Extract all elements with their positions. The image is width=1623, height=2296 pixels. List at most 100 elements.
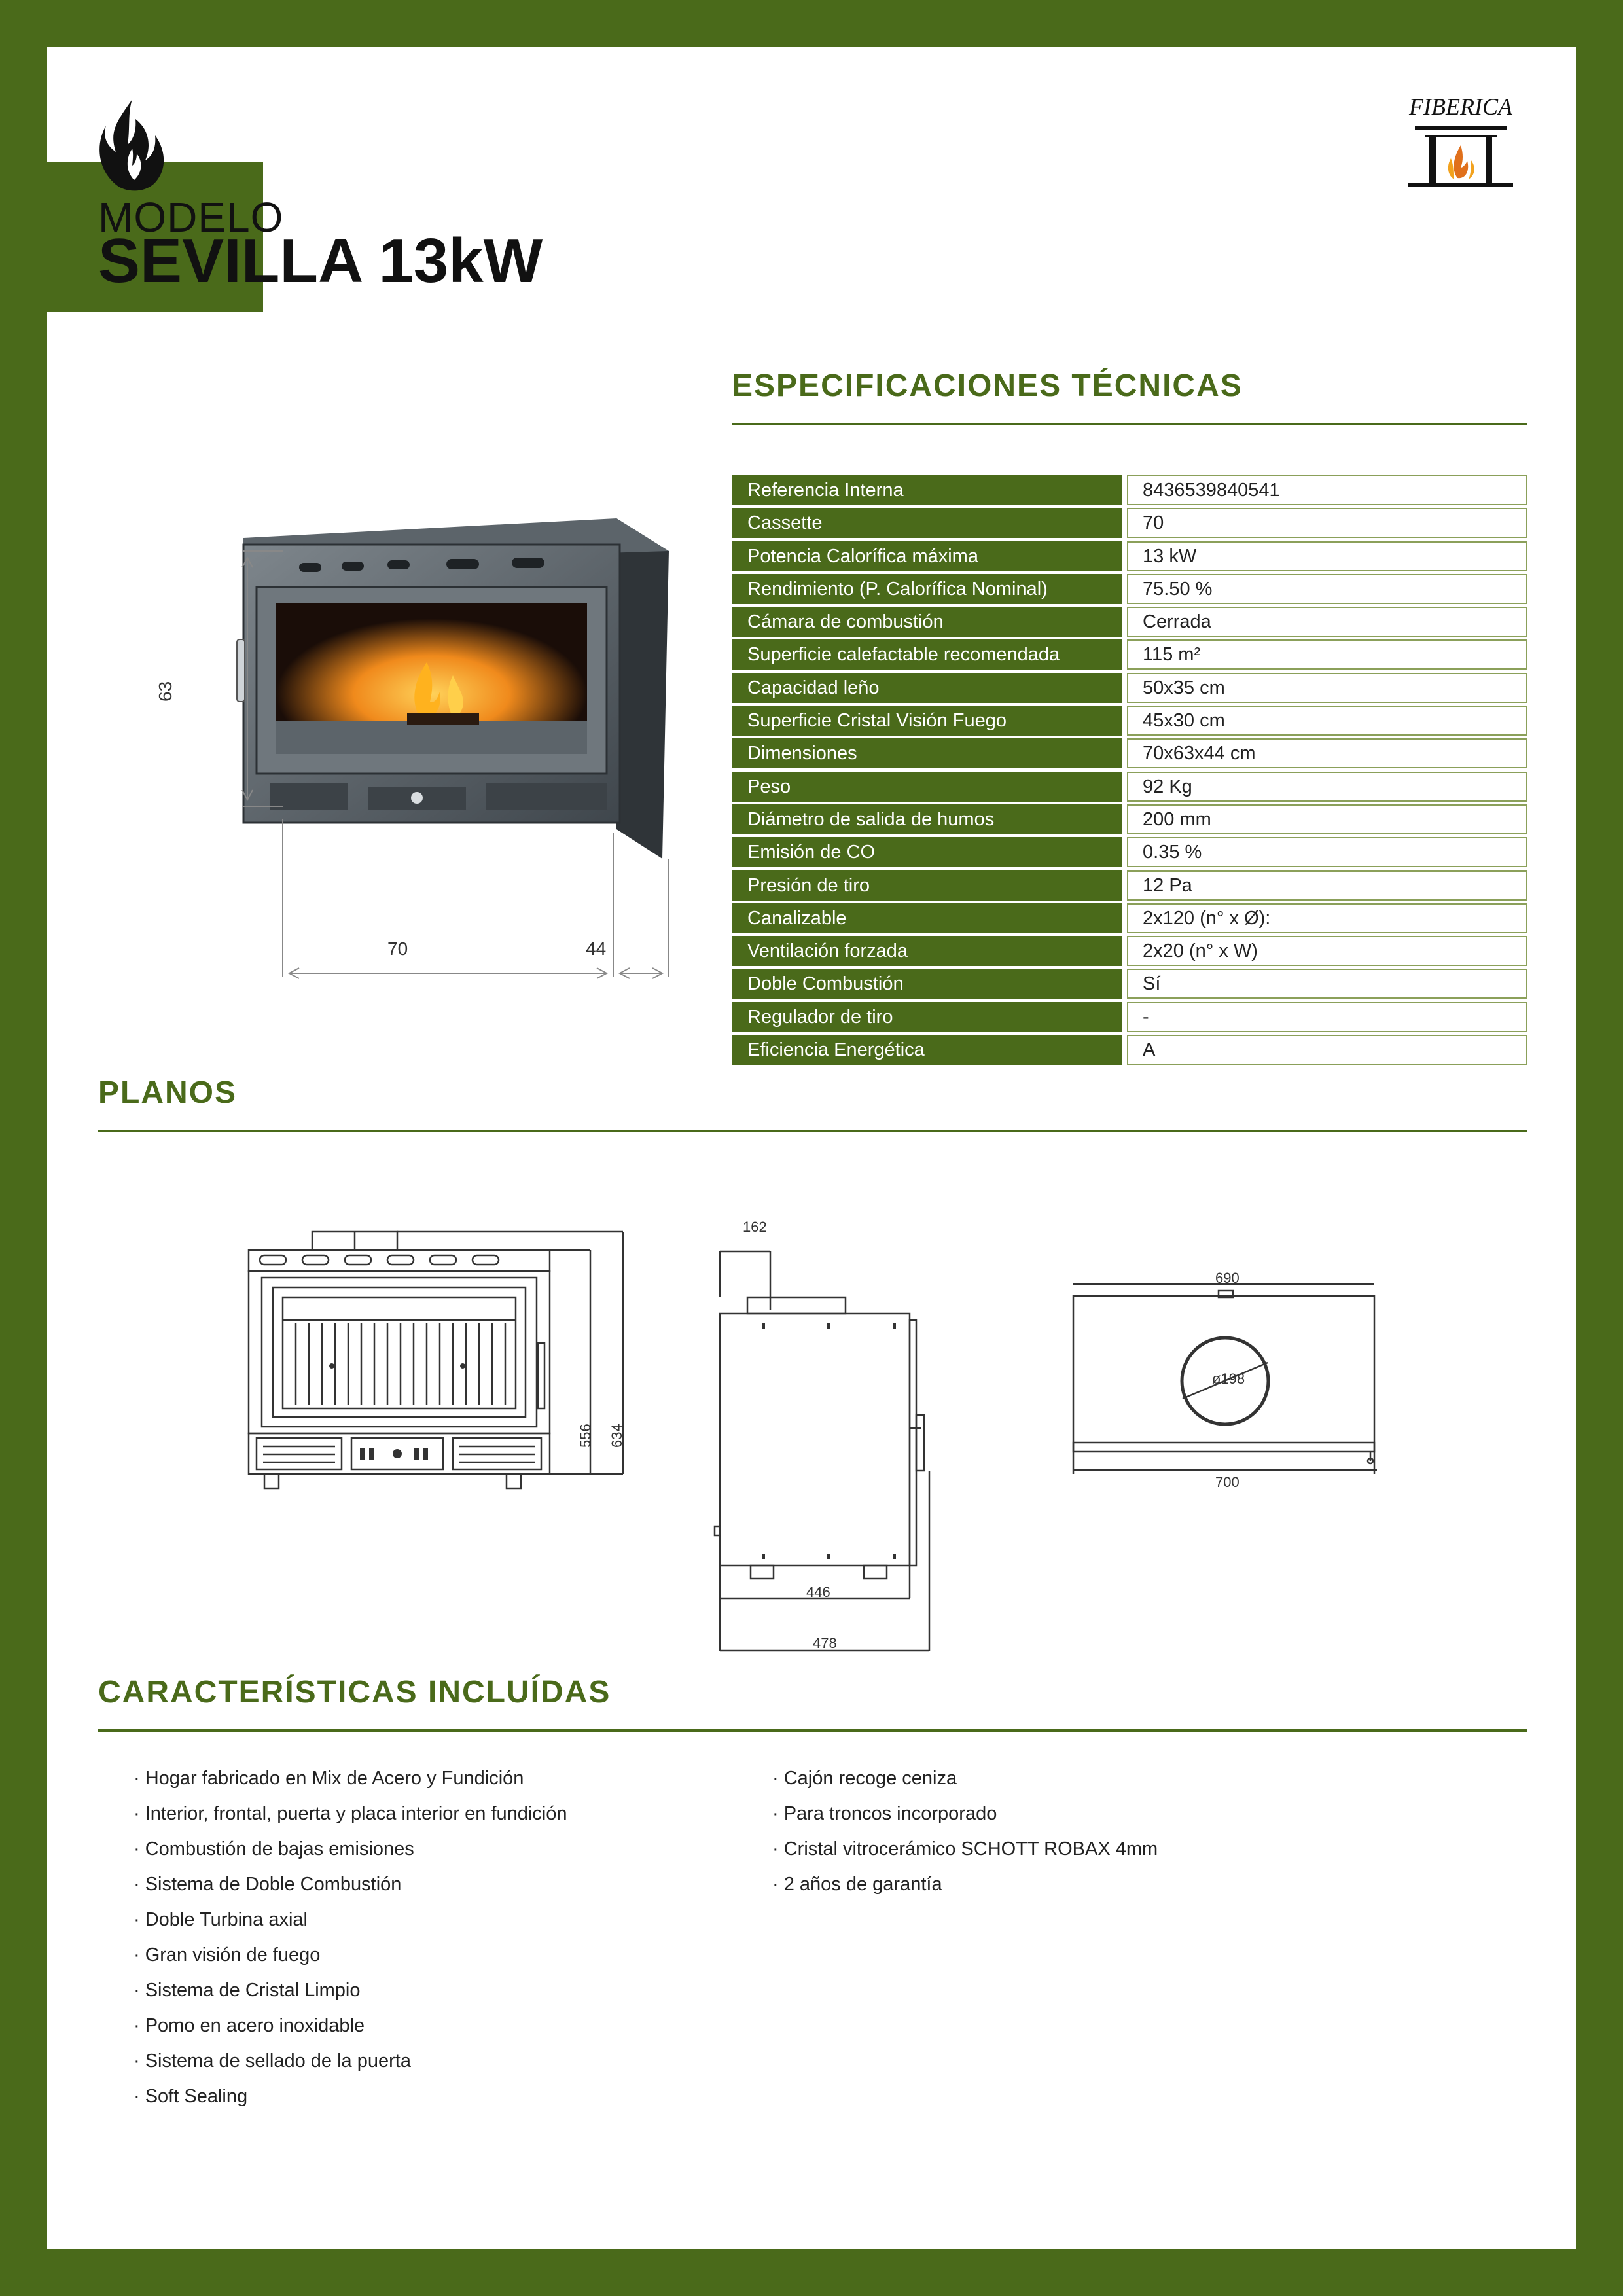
spec-row: Regulador de tiro- (732, 1001, 1527, 1032)
feature-item: · Sistema de sellado de la puerta (134, 2051, 411, 2072)
spec-value: A (1127, 1035, 1527, 1066)
spec-label: Rendimiento (P. Calorífica Nominal) (732, 573, 1122, 604)
brand-logo: FIBERICA (1395, 93, 1526, 204)
spec-value: 92 Kg (1127, 771, 1527, 802)
spec-label: Capacidad leño (732, 672, 1122, 703)
feature-item: · Interior, frontal, puerta y placa inte… (134, 1803, 567, 1824)
spec-label: Doble Combustión (732, 969, 1122, 999)
spec-value: 2x120 (n° x Ø): (1127, 903, 1527, 933)
top-width-label: 690 (1215, 1270, 1240, 1286)
spec-value: 115 m² (1127, 639, 1527, 670)
feature-item: · Sistema de Cristal Limpio (134, 1980, 361, 2001)
spec-value: 12 Pa (1127, 870, 1527, 901)
side-outer-width-label: 478 (813, 1635, 837, 1651)
spec-label: Peso (732, 771, 1122, 802)
feature-item: · Pomo en acero inoxidable (134, 2015, 365, 2036)
spec-label: Cassette (732, 508, 1122, 539)
front-outer-height-label: 634 (609, 1424, 625, 1448)
spec-label: Superficie calefactable recomendada (732, 639, 1122, 670)
features-heading-rule (98, 1729, 1527, 1732)
front-inner-height-label: 556 (577, 1424, 594, 1448)
flue-diameter-label: ø198 (1212, 1371, 1245, 1387)
fireplace-logo-icon (1408, 126, 1513, 187)
feature-item: · Para troncos incorporado (772, 1803, 997, 1824)
feature-item: · Soft Sealing (134, 2086, 248, 2107)
flame-logo-icon (99, 99, 164, 191)
spec-value: Sí (1127, 969, 1527, 999)
stove-width-label: 70 (387, 939, 408, 959)
spec-label: Cámara de combustión (732, 607, 1122, 637)
brand-name: FIBERICA (1409, 94, 1512, 120)
top-view-drawing (1072, 1283, 1377, 1474)
feature-item: · Gran visión de fuego (134, 1945, 321, 1965)
spec-row: Rendimiento (P. Calorífica Nominal)75.50… (732, 573, 1527, 604)
feature-item: · Doble Turbina axial (134, 1909, 308, 1930)
spec-label: Canalizable (732, 903, 1122, 933)
spec-value: 70 (1127, 508, 1527, 539)
feature-item: · 2 años de garantía (772, 1874, 942, 1895)
bottom-width-label: 700 (1215, 1474, 1240, 1490)
stove-height-label: 63 (155, 681, 175, 702)
spec-value: 13 kW (1127, 541, 1527, 571)
spec-value: 70x63x44 cm (1127, 738, 1527, 769)
plans-heading-rule (98, 1130, 1527, 1132)
spec-label: Presión de tiro (732, 870, 1122, 901)
spec-label: Regulador de tiro (732, 1001, 1122, 1032)
feature-item: · Cajón recoge ceniza (772, 1768, 957, 1789)
features-heading: CARACTERÍSTICAS INCLUÍDAS (98, 1675, 611, 1710)
header-band (47, 162, 263, 312)
feature-item: · Sistema de Doble Combustión (134, 1874, 402, 1895)
side-view-drawing (713, 1250, 931, 1652)
spec-value: 50x35 cm (1127, 672, 1527, 703)
spec-value: 45x30 cm (1127, 706, 1527, 736)
model-label: MODELO (98, 194, 284, 241)
spec-label: Ventilación forzada (732, 936, 1122, 967)
front-view-drawing (247, 1230, 624, 1490)
spec-label: Emisión de CO (732, 837, 1122, 868)
spec-value: 2x20 (n° x W) (1127, 936, 1527, 967)
plans-heading: PLANOS (98, 1075, 238, 1110)
side-top-label: 162 (743, 1219, 767, 1235)
spec-value: 75.50 % (1127, 573, 1527, 604)
spec-value: 0.35 % (1127, 837, 1527, 868)
spec-label: Diámetro de salida de humos (732, 804, 1122, 834)
side-inner-width-label: 446 (806, 1584, 830, 1600)
feature-item: · Hogar fabricado en Mix de Acero y Fund… (134, 1768, 524, 1789)
specs-heading-rule (732, 423, 1527, 425)
features-list-right: · Cajón recoge ceniza · Para troncos inco… (772, 1761, 1158, 1902)
page-title: SEVILLA 13kW (98, 226, 543, 296)
spec-value: Cerrada (1127, 607, 1527, 637)
feature-item: · Cristal vitrocerámico SCHOTT ROBAX 4mm (772, 1839, 1158, 1859)
spec-sheet: MODELO SEVILLA 13kW FIBERICA ESPECIFICAC… (47, 47, 1576, 2249)
feature-item: · Combustión de bajas emisiones (134, 1839, 414, 1859)
spec-value: - (1127, 1001, 1527, 1032)
stove-depth-label: 44 (586, 939, 607, 959)
spec-label: Referencia Interna (732, 475, 1122, 505)
spec-label: Potencia Calorífica máxima (732, 541, 1122, 571)
features-list-left: · Hogar fabricado en Mix de Acero y Fund… (134, 1761, 567, 2114)
spec-label: Dimensiones (732, 738, 1122, 769)
specs-heading: ESPECIFICACIONES TÉCNICAS (732, 368, 1243, 403)
spec-label: Superficie Cristal Visión Fuego (732, 706, 1122, 736)
spec-value: 200 mm (1127, 804, 1527, 834)
spec-value: 8436539840541 (1127, 475, 1527, 505)
stove-photo (236, 518, 669, 979)
spec-label: Eficiencia Energética (732, 1035, 1122, 1066)
